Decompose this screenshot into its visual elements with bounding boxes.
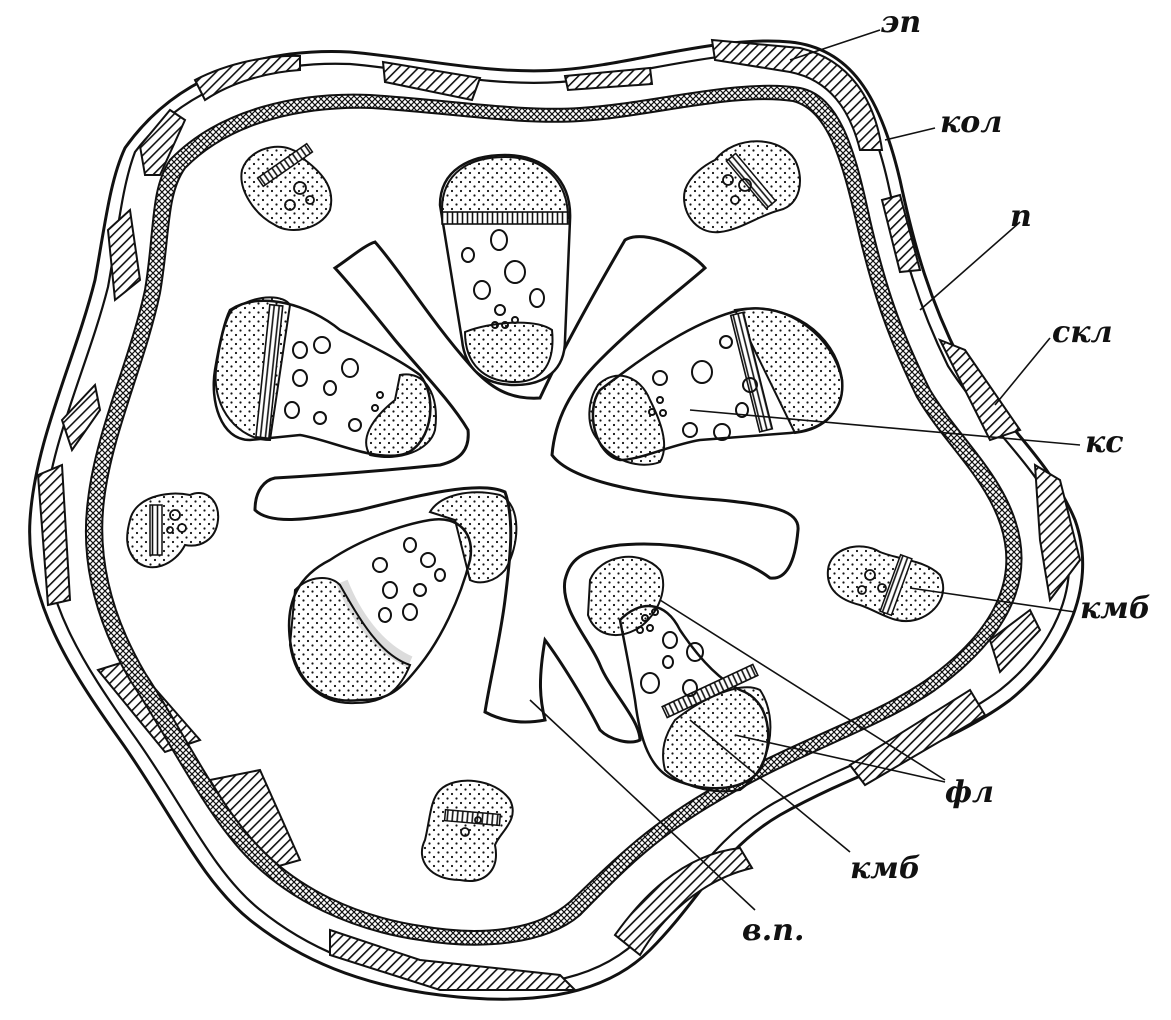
labels: эп кол п скл кс кмб фл кмб в.п. [742, 5, 1151, 948]
vascular-bundle-lower-right [586, 555, 772, 793]
small-bundle-top-left [240, 142, 333, 231]
vascular-bundle-upper-left [212, 296, 437, 459]
leader-lines [529, 29, 1081, 911]
label-kol: кол [940, 105, 1002, 140]
label-kmb-right: кмб [1080, 591, 1151, 626]
small-bundle-bottom [420, 779, 514, 882]
collenchyma-strands [36, 38, 1082, 991]
small-bundle-left [126, 492, 220, 569]
central-pith-outline [253, 235, 800, 744]
sclerenchyma-ring [84, 84, 1023, 946]
label-ks: кс [1085, 425, 1124, 460]
label-skl: скл [1052, 315, 1113, 350]
small-bundle-right [826, 545, 945, 623]
label-fl: фл [945, 775, 994, 810]
label-vp: в.п. [742, 913, 804, 948]
label-p: п [1010, 199, 1032, 234]
small-bundle-top-right [683, 140, 801, 234]
vascular-bundle-upper-right [588, 307, 844, 466]
vascular-bundle-top [438, 153, 572, 387]
vascular-bundle-lower-left [287, 491, 518, 705]
label-ep: эп [880, 5, 921, 40]
label-kmb-bottom: кмб [850, 851, 921, 886]
